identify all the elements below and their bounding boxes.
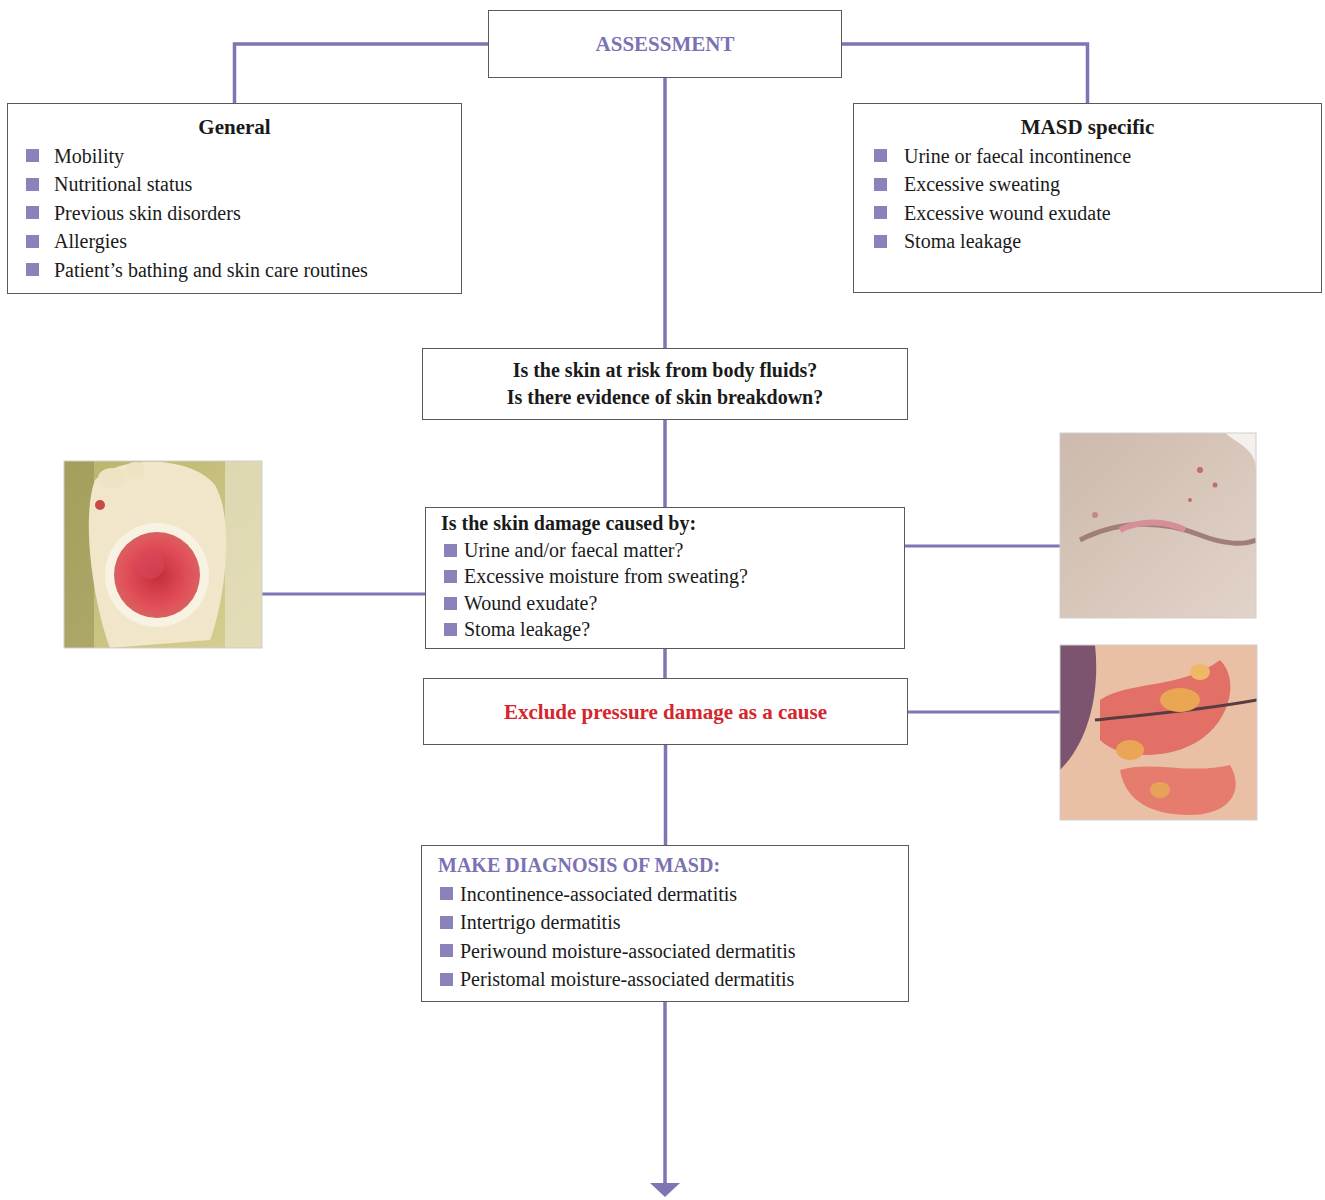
list-box: Is the skin damage caused by: Urine and/o… — [425, 507, 905, 649]
item-text: Wound exudate? — [464, 592, 597, 614]
item-text: Periwound moisture-associated dermatitis — [460, 940, 795, 962]
connector — [235, 44, 489, 103]
rash-photo — [1060, 645, 1257, 820]
item-text: Excessive wound exudate — [904, 202, 1111, 224]
exit-arrow-head — [650, 1183, 680, 1197]
exit-arrow-line — [663, 1002, 667, 1185]
bullet-square — [440, 973, 453, 986]
item-text: Stoma leakage? — [464, 618, 590, 640]
leader-line — [262, 593, 425, 596]
bullet-square — [440, 944, 453, 957]
list-item: Stoma leakage — [862, 228, 1313, 257]
list-item: Stoma leakage? — [441, 617, 896, 644]
list-heading: Is the skin damage caused by: — [441, 511, 896, 538]
bullet-square — [26, 235, 39, 248]
box-text: Exclude pressure damage as a cause — [504, 699, 827, 725]
item-text: Previous skin disorders — [54, 202, 241, 224]
bullet-square — [26, 263, 39, 276]
bullet-square — [874, 235, 887, 248]
list-heading: General — [16, 114, 453, 143]
list-item: Excessive sweating — [862, 171, 1313, 200]
list-item: Urine or faecal incontinence — [862, 143, 1313, 172]
list-item: Urine and/or faecal matter? — [441, 538, 896, 565]
list-item: Previous skin disorders — [16, 200, 453, 229]
bullet-square — [444, 544, 457, 557]
bullet-square — [440, 887, 453, 900]
bullet-square — [874, 206, 887, 219]
bullet-square — [26, 206, 39, 219]
item-text: Excessive sweating — [904, 173, 1060, 195]
list-box: GeneralMobilityNutritional statusPreviou… — [7, 103, 462, 294]
bullet-square — [874, 178, 887, 191]
process-box: Is the skin at risk from body fluids?Is … — [422, 348, 908, 420]
heading-text: MAKE DIAGNOSIS OF MASD: — [438, 854, 720, 876]
list-heading: MAKE DIAGNOSIS OF MASD: — [438, 852, 900, 881]
heading-text: General — [198, 115, 270, 139]
heading-text: MASD specific — [1021, 115, 1155, 139]
foot-ulcer-photo — [64, 461, 262, 648]
list-item: Nutritional status — [16, 171, 453, 200]
connector — [663, 420, 667, 507]
leader-line — [905, 545, 1060, 548]
bullet-square — [874, 149, 887, 162]
item-text: Allergies — [54, 230, 127, 252]
connector — [663, 78, 667, 348]
process-box: Exclude pressure damage as a cause — [423, 678, 908, 745]
item-text: Nutritional status — [54, 173, 192, 195]
item-text: Patient’s bathing and skin care routines — [54, 259, 368, 281]
box-text: Is the skin at risk from body fluids? — [513, 357, 818, 384]
connector — [663, 649, 667, 679]
list-item: Excessive wound exudate — [862, 200, 1313, 229]
leader-line — [908, 711, 1060, 714]
bullet-square — [26, 178, 39, 191]
box-text: Is there evidence of skin breakdown? — [507, 384, 824, 411]
bullet-square — [444, 623, 457, 636]
list-heading: MASD specific — [862, 114, 1313, 143]
skin-fold-photo — [1060, 433, 1256, 618]
item-text: Urine and/or faecal matter? — [464, 539, 683, 561]
bullet-square — [440, 916, 453, 929]
bullet-square — [444, 597, 457, 610]
list-item: Incontinence-associated dermatitis — [438, 881, 900, 910]
bullet-square — [444, 570, 457, 583]
list-item: Intertrigo dermatitis — [438, 909, 900, 938]
list-item: Excessive moisture from sweating? — [441, 564, 896, 591]
connector — [842, 44, 1088, 103]
list-item: Mobility — [16, 143, 453, 172]
list-item: Periwound moisture-associated dermatitis — [438, 938, 900, 967]
item-text: Incontinence-associated dermatitis — [460, 883, 737, 905]
item-text: Intertrigo dermatitis — [460, 911, 621, 933]
item-text: Stoma leakage — [904, 230, 1021, 252]
list-item: Peristomal moisture-associated dermatiti… — [438, 966, 900, 995]
list-box: MASD specificUrine or faecal incontinenc… — [853, 103, 1322, 293]
item-text: Mobility — [54, 145, 124, 167]
list-box: MAKE DIAGNOSIS OF MASD: Incontinence-asso… — [421, 845, 909, 1002]
list-item: Wound exudate? — [441, 591, 896, 618]
process-box: ASSESSMENT — [488, 10, 842, 78]
item-text: Excessive moisture from sweating? — [464, 565, 748, 587]
list-item: Allergies — [16, 228, 453, 257]
heading-text: Is the skin damage caused by: — [441, 512, 696, 534]
item-text: Peristomal moisture-associated dermatiti… — [460, 968, 794, 990]
bullet-square — [26, 149, 39, 162]
box-text: ASSESSMENT — [596, 31, 735, 57]
list-item: Patient’s bathing and skin care routines — [16, 257, 453, 286]
item-text: Urine or faecal incontinence — [904, 145, 1131, 167]
connector — [664, 745, 668, 845]
